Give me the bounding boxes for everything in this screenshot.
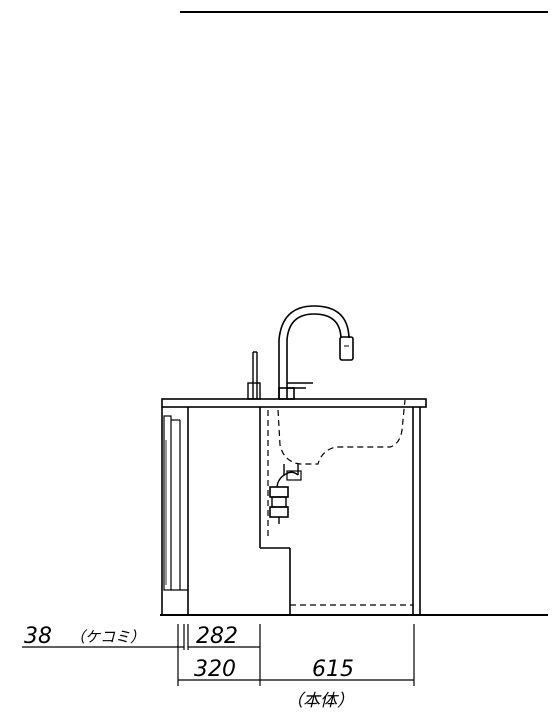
dim-left-width: 320 [194,657,236,682]
dispenser [247,351,261,400]
dimension-lines [22,624,415,686]
drain-trap [269,464,302,524]
hidden-lines [267,399,413,606]
main-cabinet [259,407,421,615]
faucet [278,305,354,400]
left-cabinet [161,407,189,615]
dim-body-label: （本体） [286,691,354,711]
dim-toe-kick-note: （ケコミ） [70,628,145,646]
countertop [161,398,427,408]
dim-panel-offset: 282 [196,624,238,649]
dim-toe-kick-value: 38 [24,624,52,649]
sink-bowl [277,399,406,465]
dim-body-width: 615 [312,657,354,682]
